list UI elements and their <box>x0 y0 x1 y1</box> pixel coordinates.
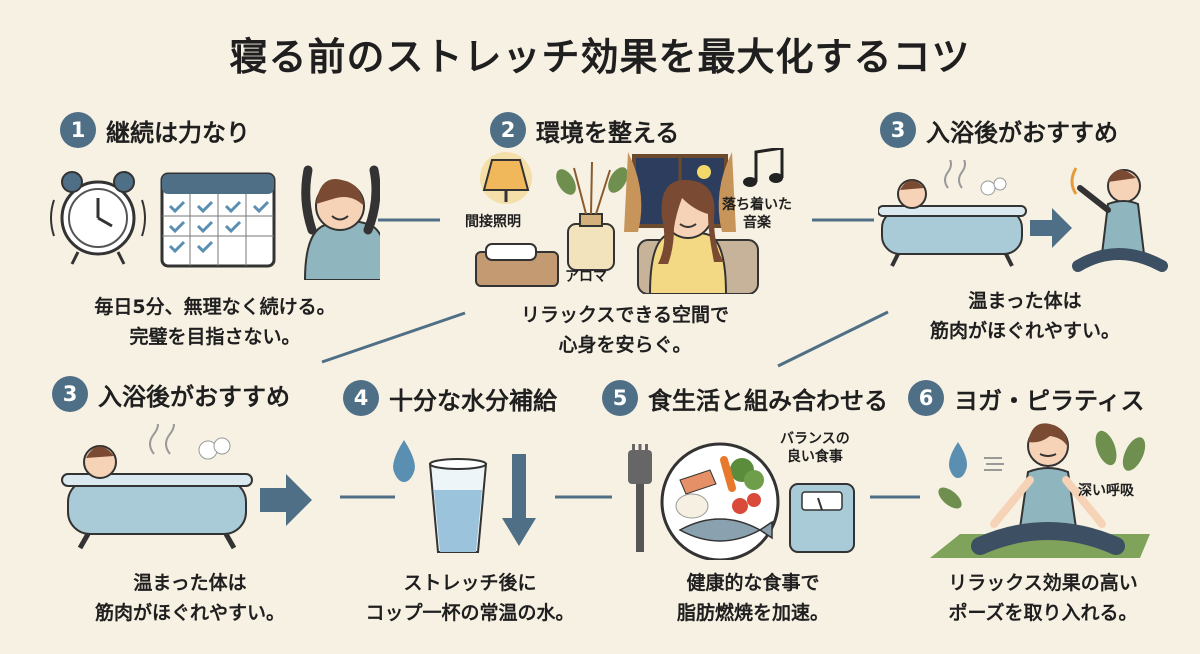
caption-line: ストレッチ後に <box>403 572 537 594</box>
calendar-icon <box>160 172 276 268</box>
caption-line: リラックス効果の高い <box>948 572 1138 594</box>
step-3-heading-top: 3 入浴後がおすすめ <box>880 112 1118 148</box>
leaf-icon <box>938 430 1146 509</box>
step-heading-text: ヨガ・ピラティス <box>954 386 1145 415</box>
caption-line: 毎日5分、無理なく続ける。 <box>94 296 336 318</box>
step-6-heading: 6 ヨガ・ピラティス <box>908 380 1145 416</box>
down-arrow-icon <box>502 454 536 546</box>
step-6-caption: リラックス効果の高い ポーズを取り入れる。 <box>908 568 1178 628</box>
bathtub-icon <box>878 160 1027 267</box>
step-2-heading: 2 環境を整える <box>490 112 679 148</box>
aroma-label: アロマ <box>565 269 607 285</box>
meditating-woman-icon <box>971 423 1125 555</box>
step-4-heading: 4 十分な水分補給 <box>343 380 557 416</box>
bed-icon <box>475 243 559 287</box>
music-note-icon <box>743 148 784 187</box>
step-heading-text: 継続は力なり <box>106 118 250 147</box>
step-number-badge: 4 <box>343 380 379 416</box>
step-1-caption: 毎日5分、無理なく続ける。 完璧を目指さない。 <box>50 292 380 352</box>
balanced-meal-label: バランスの 良い食事 <box>780 430 850 466</box>
step-3-illustration-top <box>878 160 1168 272</box>
indirect-light-label: 間接照明 <box>465 214 521 230</box>
healthy-plate-icon <box>660 442 780 560</box>
deep-breath-label: 深い呼吸 <box>1078 483 1134 499</box>
step-4-illustration <box>393 440 536 553</box>
caption-line: 温まった体は <box>968 290 1082 312</box>
water-drop-icon <box>949 442 967 478</box>
step-1-illustration <box>50 165 380 280</box>
step-4-caption: ストレッチ後に コップ一杯の常温の水。 <box>345 568 595 628</box>
caption-line: 脂肪燃焼を加速。 <box>676 602 829 624</box>
step-heading-text: 十分な水分補給 <box>389 386 557 415</box>
step-heading-text: 入浴後がおすすめ <box>926 118 1118 147</box>
step-2-caption: リラックスできる空間で 心身を安らぐ。 <box>470 300 780 360</box>
water-glass-icon <box>428 458 488 553</box>
seated-stretch-woman-icon <box>1070 167 1168 272</box>
aroma-diffuser-icon <box>556 161 628 271</box>
lamp-icon <box>480 152 532 204</box>
breath-lines-icon <box>984 457 1004 471</box>
relaxing-woman-icon <box>637 179 759 294</box>
step-3-caption-bottom: 温まった体は 筋肉がほぐれやすい。 <box>60 568 320 628</box>
caption-line: 温まった体は <box>133 572 247 594</box>
step-5-caption: 健康的な食事で 脂肪燃焼を加速。 <box>628 568 878 628</box>
caption-line: ポーズを取り入れる。 <box>948 602 1138 624</box>
step-number-badge: 1 <box>60 112 96 148</box>
label-line: 落ち着いた <box>722 197 792 213</box>
step-number-badge: 3 <box>52 376 88 412</box>
scale-icon <box>789 483 855 553</box>
water-drop-icon <box>393 440 415 482</box>
label-line: 良い食事 <box>786 449 843 465</box>
caption-line: 心身を安らぐ。 <box>558 334 692 356</box>
step-number-badge: 6 <box>908 380 944 416</box>
label-line: 音楽 <box>743 215 771 231</box>
caption-line: 筋肉がほぐれやすい。 <box>94 602 285 624</box>
step-number-badge: 5 <box>602 380 638 416</box>
calm-music-label: 落ち着いた 音楽 <box>722 196 792 232</box>
right-arrow-icon <box>260 474 312 526</box>
step-heading-text: 入浴後がおすすめ <box>98 382 290 411</box>
step-heading-text: 環境を整える <box>536 118 680 147</box>
step-number-badge: 2 <box>490 112 526 148</box>
step-1-heading: 1 継続は力なり <box>60 112 250 148</box>
step-3-illustration-bottom <box>61 424 312 550</box>
step-3-heading-bottom: 3 入浴後がおすすめ <box>52 376 290 412</box>
right-arrow-icon <box>1030 208 1072 248</box>
step-5-illustration <box>628 442 855 560</box>
step-3-caption-top: 温まった体は 筋肉がほぐれやすい。 <box>890 286 1160 346</box>
step-heading-text: 食生活と組み合わせる <box>648 386 888 415</box>
step-6-illustration <box>930 423 1150 558</box>
step-5-heading: 5 食生活と組み合わせる <box>602 380 888 416</box>
step-number-badge: 3 <box>880 112 916 148</box>
caption-line: コップ一杯の常温の水。 <box>365 602 575 624</box>
caption-line: リラックスできる空間で <box>520 304 730 326</box>
caption-line: 健康的な食事で <box>686 572 820 594</box>
label-line: バランスの <box>780 431 850 447</box>
alarm-clock-icon <box>50 171 146 265</box>
bathtub-icon <box>61 424 253 550</box>
step-2-illustration <box>475 148 784 294</box>
fork-icon <box>628 444 652 552</box>
stretching-woman-icon <box>301 165 380 280</box>
caption-line: 筋肉がほぐれやすい。 <box>929 320 1120 342</box>
caption-line: 完璧を目指さない。 <box>129 326 301 348</box>
page-title: 寝る前のストレッチ効果を最大化するコツ <box>229 35 971 79</box>
